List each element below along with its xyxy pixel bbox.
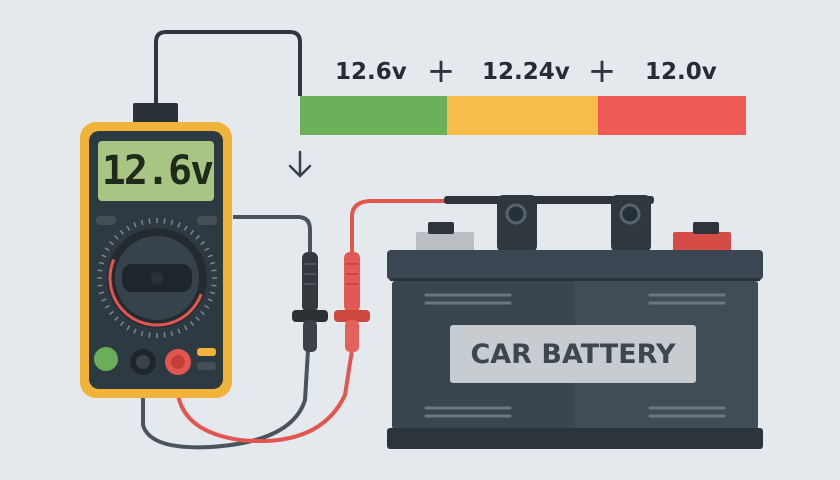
dial-tick [183,225,188,231]
dial-tick [133,328,137,334]
dial-tick [98,261,105,265]
positive-terminal [673,232,731,252]
red-probe-wire [176,349,354,443]
dial-tick [207,254,213,258]
dial-tick [108,240,114,246]
dial-tick [183,325,188,331]
dial-tick [133,222,137,228]
dial-tick [211,284,217,287]
dial-ticks [97,218,217,338]
dial-tick [189,229,195,235]
dial-tick [114,235,119,240]
green-button[interactable] [94,347,118,371]
dial-tick [195,316,200,321]
dial-tick [200,310,206,316]
red-probe-upper-wire [350,199,445,256]
multimeter-display [98,141,214,201]
battery-label: CAR BATTERY [470,338,676,370]
dial-tick [104,247,110,252]
plus-icon: + [587,51,617,91]
dial-tick [140,330,144,337]
dial-tick [189,321,195,327]
dial-tick [101,298,107,302]
dial-tick [104,304,110,309]
car-battery [387,195,763,449]
small-grey-key[interactable] [197,362,216,370]
dial-tick [119,321,125,327]
voltage-label-fair: 12.24v [482,59,570,85]
arrow-down-icon [288,150,312,178]
dial-tick [177,222,181,228]
dial-tick [98,291,105,295]
meter-top-cable [154,30,302,104]
dial-tick [108,310,114,316]
dial-tick [177,328,181,334]
dial-tick [148,332,151,338]
key-left[interactable] [96,216,116,225]
dial-tick [148,218,151,224]
battery-lid [387,250,763,280]
voltage-bar-low [598,96,746,135]
small-yellow-key[interactable] [197,348,216,356]
dial-tick [195,235,200,240]
voltage-label-good: 12.6v [335,59,407,85]
voltage-bar-fair [447,96,598,135]
black-probe [292,252,328,352]
dial-tick [207,298,213,302]
dial-tick [204,247,210,252]
rotary-dial[interactable] [97,218,217,338]
dial-tick [163,332,166,338]
plus-icon: + [426,51,456,91]
black-probe-wire [141,349,310,450]
dial-tick [97,284,103,287]
dial-tick [140,219,144,226]
battery-base [387,428,763,449]
dial-tick [209,291,216,295]
dial-tick [126,325,131,331]
multimeter-connector [133,103,178,123]
dial-tick [170,219,174,226]
dial-tick [170,330,174,337]
black-probe-upper-wire [233,215,312,256]
dial-tick [209,261,216,265]
multimeter-reading: 12.6v [101,148,214,194]
voltage-label-low: 12.0v [645,59,717,85]
multimeter [80,103,232,398]
dial-tick [126,225,131,231]
key-right[interactable] [197,216,217,225]
dial-tick [200,240,206,246]
negative-terminal [416,232,474,252]
dial-tick [211,269,217,272]
dial-tick [114,316,119,321]
red-probe [334,252,370,352]
dial-tick [163,218,166,224]
dial-tick [204,304,210,309]
dial-tick [97,269,103,272]
battery-label-plate [450,325,696,383]
voltage-bar-good [300,96,447,135]
dial-tick [119,229,125,235]
dial-tick [101,254,107,258]
